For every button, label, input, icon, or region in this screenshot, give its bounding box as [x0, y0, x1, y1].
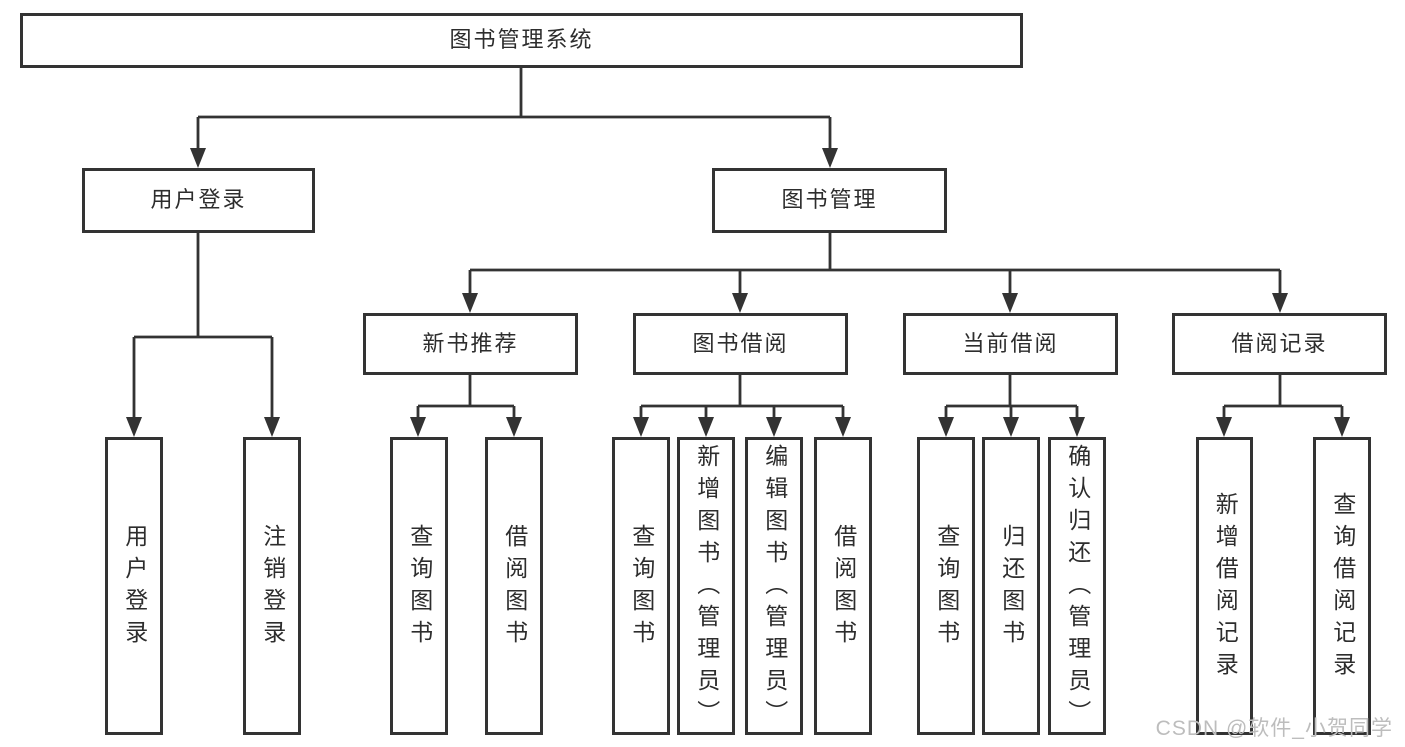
- node-current-borrowing: 当前借阅: [903, 313, 1118, 375]
- watermark-text: CSDN @软件_小贺同学: [1155, 717, 1393, 740]
- leaf-user-login: 用户登录: [105, 437, 163, 735]
- leaf-edit-books-admin: 编辑图书（管理员）: [745, 437, 803, 735]
- leaf-query-books-recommend: 查询图书: [390, 437, 448, 735]
- leaf-borrow-books-recommend: 借阅图书: [485, 437, 543, 735]
- node-root-system: 图书管理系统: [20, 13, 1023, 68]
- leaf-confirm-return-admin: 确认归还（管理员）: [1048, 437, 1106, 735]
- node-book-borrowing: 图书借阅: [633, 313, 848, 375]
- leaf-query-books-current: 查询图书: [917, 437, 975, 735]
- leaf-return-books: 归还图书: [982, 437, 1040, 735]
- tree-edges: [132, 68, 1344, 419]
- leaf-query-borrow-record: 查询借阅记录: [1313, 437, 1371, 735]
- leaf-query-books-borrow: 查询图书: [612, 437, 670, 735]
- leaf-add-books-admin: 新增图书（管理员）: [677, 437, 735, 735]
- node-book-management: 图书管理: [712, 168, 947, 233]
- leaf-borrow-books: 借阅图书: [814, 437, 872, 735]
- node-new-book-recommend: 新书推荐: [363, 313, 578, 375]
- leaf-logout: 注销登录: [243, 437, 301, 735]
- arrowheads: [126, 148, 1350, 437]
- node-borrow-records: 借阅记录: [1172, 313, 1387, 375]
- leaf-add-borrow-record: 新增借阅记录: [1196, 437, 1253, 735]
- node-user-login: 用户登录: [82, 168, 315, 233]
